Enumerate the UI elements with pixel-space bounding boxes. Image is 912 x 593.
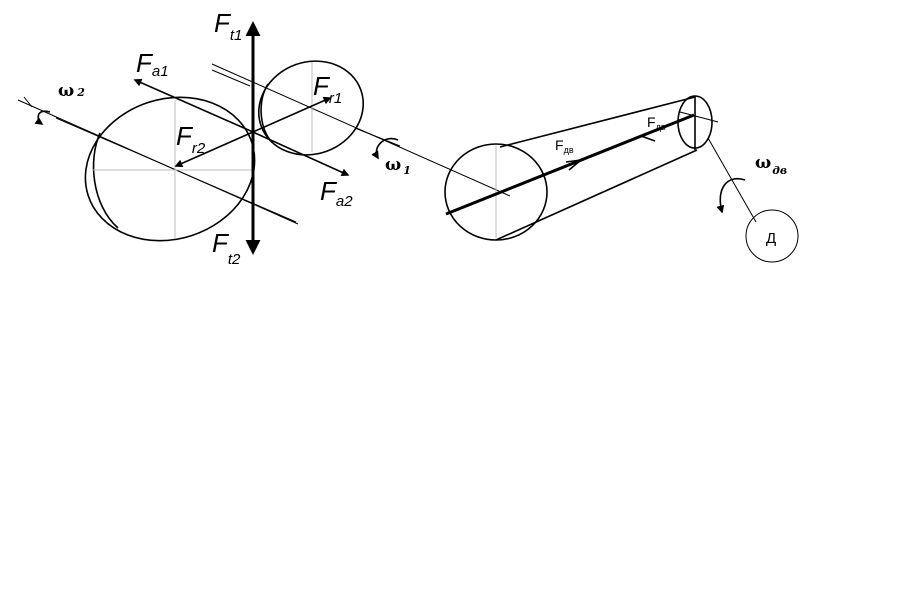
force-fr2-arrow xyxy=(174,131,254,168)
belt-drive xyxy=(444,95,719,241)
label-ft1: Ft1 xyxy=(214,8,242,44)
large-gear-outline xyxy=(84,96,256,242)
force-f-belt-large-arrowhead xyxy=(565,158,584,171)
label-omega-motor: ωдв xyxy=(755,153,787,177)
large-gear xyxy=(84,96,256,242)
label-fr2: Fr2 xyxy=(176,121,206,157)
force-f-belt-small-arrowhead xyxy=(638,130,656,142)
label-fr1: Fr1 xyxy=(313,71,342,107)
shaft-rotation-indicators xyxy=(34,110,399,160)
small-gear-rim-edge xyxy=(260,83,271,141)
motor-circle xyxy=(745,209,799,263)
force-fr1-arrow xyxy=(252,96,332,133)
motor xyxy=(707,137,799,263)
omega-motor-rotation-arrow xyxy=(716,177,746,214)
gear-force-vectors xyxy=(133,21,350,255)
small-pulley-horizontal-mark xyxy=(679,111,719,123)
label-ft2: Ft2 xyxy=(212,228,241,268)
small-gear xyxy=(257,60,365,156)
driving-shaft-axis-hatch xyxy=(211,69,251,87)
omega1-rotation-arrow xyxy=(371,137,399,160)
label-fa1: Fa1 xyxy=(136,48,169,80)
label-f-belt-small: Fдв xyxy=(647,114,666,132)
belt-upper-strand xyxy=(499,96,696,148)
label-f-belt-large: Fдв xyxy=(555,137,574,155)
force-fa1-arrow xyxy=(133,78,254,133)
force-fa2-arrow xyxy=(252,131,350,177)
driven-shaft-end-mark xyxy=(23,96,33,108)
small-gear-outline xyxy=(257,60,365,156)
large-gear-rim-edge xyxy=(92,132,119,229)
belt-lower-strand xyxy=(495,149,698,241)
omega2-rotation-arrow xyxy=(34,110,51,125)
label-fa2: Fa2 xyxy=(320,176,353,210)
shaft-axes xyxy=(17,63,511,225)
driving-shaft-axis-hatch-2 xyxy=(354,127,401,147)
label-motor: Д xyxy=(766,230,776,247)
